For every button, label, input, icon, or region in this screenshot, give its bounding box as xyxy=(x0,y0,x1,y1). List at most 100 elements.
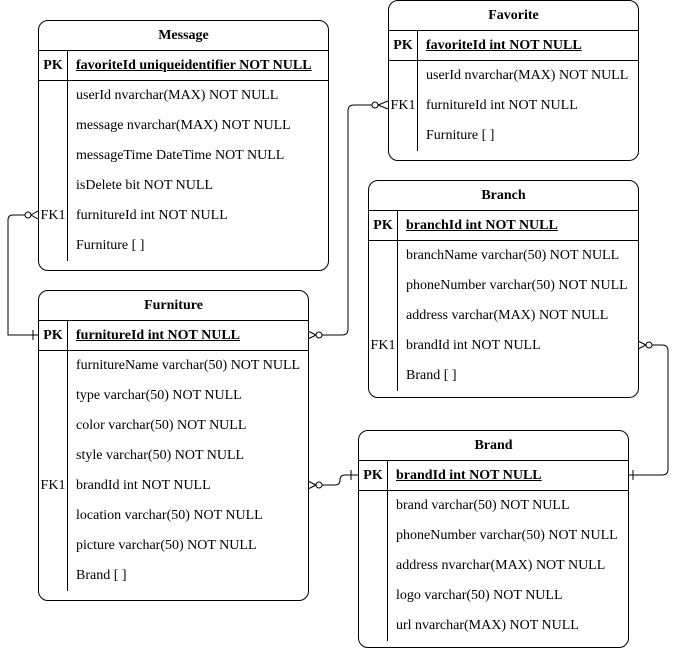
rel-brand-branch xyxy=(628,344,669,476)
pk-label: PK xyxy=(359,461,388,490)
attribute-text: url nvarchar(MAX) NOT NULL xyxy=(396,618,579,633)
attribute-text: furnitureName varchar(50) NOT NULL xyxy=(76,358,301,373)
pk-label: PK xyxy=(39,51,68,80)
attribute-row: url nvarchar(MAX) NOT NULL xyxy=(359,611,628,641)
attribute-text: picture varchar(50) NOT NULL xyxy=(76,538,257,553)
attribute-text: furnitureId int NOT NULL xyxy=(76,208,228,223)
entity-title: Favorite xyxy=(389,1,638,31)
attribute-row: picture varchar(50) NOT NULL xyxy=(39,531,308,561)
entity-title: Message xyxy=(39,21,328,51)
attribute-text: Brand [ ] xyxy=(76,568,127,583)
key-label: FK1 xyxy=(40,478,66,493)
attribute-row: logo varchar(50) NOT NULL xyxy=(359,581,628,611)
attribute-text: brandId int NOT NULL xyxy=(406,338,541,353)
attribute-text: userId nvarchar(MAX) NOT NULL xyxy=(76,88,279,103)
attribute-list: userId nvarchar(MAX) NOT NULL FK1 furnitu… xyxy=(389,61,638,151)
entity-title: Furniture xyxy=(39,291,308,321)
zero-mark xyxy=(371,101,379,109)
attribute-text: isDelete bit NOT NULL xyxy=(76,178,213,193)
attribute-row: style varchar(50) NOT NULL xyxy=(39,441,308,471)
entity-message: Message PK favoriteId uniqueidentifier N… xyxy=(38,20,329,271)
attribute-text: style varchar(50) NOT NULL xyxy=(76,448,245,463)
key-column-divider xyxy=(387,491,388,641)
attribute-row: isDelete bit NOT NULL xyxy=(39,171,328,201)
pk-label: PK xyxy=(389,31,418,60)
attribute-row: FK1 brandId int NOT NULL xyxy=(39,471,308,501)
rel-furniture-favorite xyxy=(322,104,372,336)
key-column-divider xyxy=(397,241,398,391)
pk-field: brandId int NOT NULL xyxy=(396,468,542,483)
attribute-row: userId nvarchar(MAX) NOT NULL xyxy=(39,81,328,111)
attribute-row: message nvarchar(MAX) NOT NULL xyxy=(39,111,328,141)
attribute-row: brand varchar(50) NOT NULL xyxy=(359,491,628,521)
entity-branch: Branch PK branchId int NOT NULL branchNa… xyxy=(368,180,639,398)
attribute-list: brand varchar(50) NOT NULL phoneNumber v… xyxy=(359,491,628,641)
attribute-text: furnitureId int NOT NULL xyxy=(426,98,578,113)
attribute-row: Brand [ ] xyxy=(39,561,308,591)
zero-mark xyxy=(645,341,653,349)
attribute-row: color varchar(50) NOT NULL xyxy=(39,411,308,441)
pk-row: PK branchId int NOT NULL xyxy=(369,211,638,241)
key-column-divider xyxy=(67,81,68,261)
zero-mark xyxy=(315,331,323,339)
attribute-text: phoneNumber varchar(50) NOT NULL xyxy=(396,528,618,543)
attribute-row: FK1 furnitureId int NOT NULL xyxy=(389,91,638,121)
pk-row: PK favoriteId uniqueidentifier NOT NULL xyxy=(39,51,328,81)
key-label: FK1 xyxy=(370,338,396,353)
attribute-row: Brand [ ] xyxy=(369,361,638,391)
crow-foot xyxy=(637,340,647,350)
attribute-text: type varchar(50) NOT NULL xyxy=(76,388,242,403)
attribute-text: location varchar(50) NOT NULL xyxy=(76,508,263,523)
entity-title: Brand xyxy=(359,431,628,461)
key-label: FK1 xyxy=(390,98,416,113)
attribute-row: branchName varchar(50) NOT NULL xyxy=(369,241,638,271)
attribute-row: phoneNumber varchar(50) NOT NULL xyxy=(369,271,638,301)
attribute-text: brandId int NOT NULL xyxy=(76,478,211,493)
attribute-row: messageTime DateTime NOT NULL xyxy=(39,141,328,171)
attribute-list: userId nvarchar(MAX) NOT NULL message nv… xyxy=(39,81,328,261)
attribute-row: phoneNumber varchar(50) NOT NULL xyxy=(359,521,628,551)
attribute-text: message nvarchar(MAX) NOT NULL xyxy=(76,118,291,133)
attribute-text: Furniture [ ] xyxy=(426,128,495,143)
attribute-text: logo varchar(50) NOT NULL xyxy=(396,588,563,603)
attribute-text: color varchar(50) NOT NULL xyxy=(76,418,247,433)
crow-foot xyxy=(307,330,317,340)
attribute-text: branchName varchar(50) NOT NULL xyxy=(406,248,620,263)
attribute-row: userId nvarchar(MAX) NOT NULL xyxy=(389,61,638,91)
attribute-row: address nvarchar(MAX) NOT NULL xyxy=(359,551,628,581)
rel-brand-furniture xyxy=(322,474,358,486)
pk-field: branchId int NOT NULL xyxy=(406,218,558,233)
attribute-text: address varchar(MAX) NOT NULL xyxy=(406,308,609,323)
attribute-text: userId nvarchar(MAX) NOT NULL xyxy=(426,68,629,83)
attribute-row: type varchar(50) NOT NULL xyxy=(39,381,308,411)
attribute-row: location varchar(50) NOT NULL xyxy=(39,501,308,531)
attribute-text: messageTime DateTime NOT NULL xyxy=(76,148,285,163)
attribute-text: address nvarchar(MAX) NOT NULL xyxy=(396,558,606,573)
attribute-row: furnitureName varchar(50) NOT NULL xyxy=(39,351,308,381)
crow-foot xyxy=(30,210,39,220)
attribute-list: furnitureName varchar(50) NOT NULL type … xyxy=(39,351,308,591)
attribute-row: address varchar(MAX) NOT NULL xyxy=(369,301,638,331)
attribute-text: Brand [ ] xyxy=(406,368,457,383)
attribute-text: phoneNumber varchar(50) NOT NULL xyxy=(406,278,628,293)
pk-row: PK furnitureId int NOT NULL xyxy=(39,321,308,351)
attribute-text: Furniture [ ] xyxy=(76,238,145,253)
entity-favorite: Favorite PK favoriteId int NOT NULL user… xyxy=(388,0,639,161)
pk-field: favoriteId int NOT NULL xyxy=(426,38,582,53)
pk-field: favoriteId uniqueidentifier NOT NULL xyxy=(76,58,312,73)
entity-title: Branch xyxy=(369,181,638,211)
pk-label: PK xyxy=(369,211,398,240)
key-column-divider xyxy=(67,351,68,591)
entity-brand: Brand PK brandId int NOT NULL brand varc… xyxy=(358,430,629,648)
attribute-row: Furniture [ ] xyxy=(39,231,328,261)
crow-foot xyxy=(307,480,317,490)
attribute-text: brand varchar(50) NOT NULL xyxy=(396,498,570,513)
rel-furniture-message xyxy=(7,214,38,336)
attribute-row: FK1 brandId int NOT NULL xyxy=(369,331,638,361)
attribute-row: Furniture [ ] xyxy=(389,121,638,151)
pk-field: furnitureId int NOT NULL xyxy=(76,328,241,343)
attribute-list: branchName varchar(50) NOT NULL phoneNum… xyxy=(369,241,638,391)
key-column-divider xyxy=(417,61,418,151)
